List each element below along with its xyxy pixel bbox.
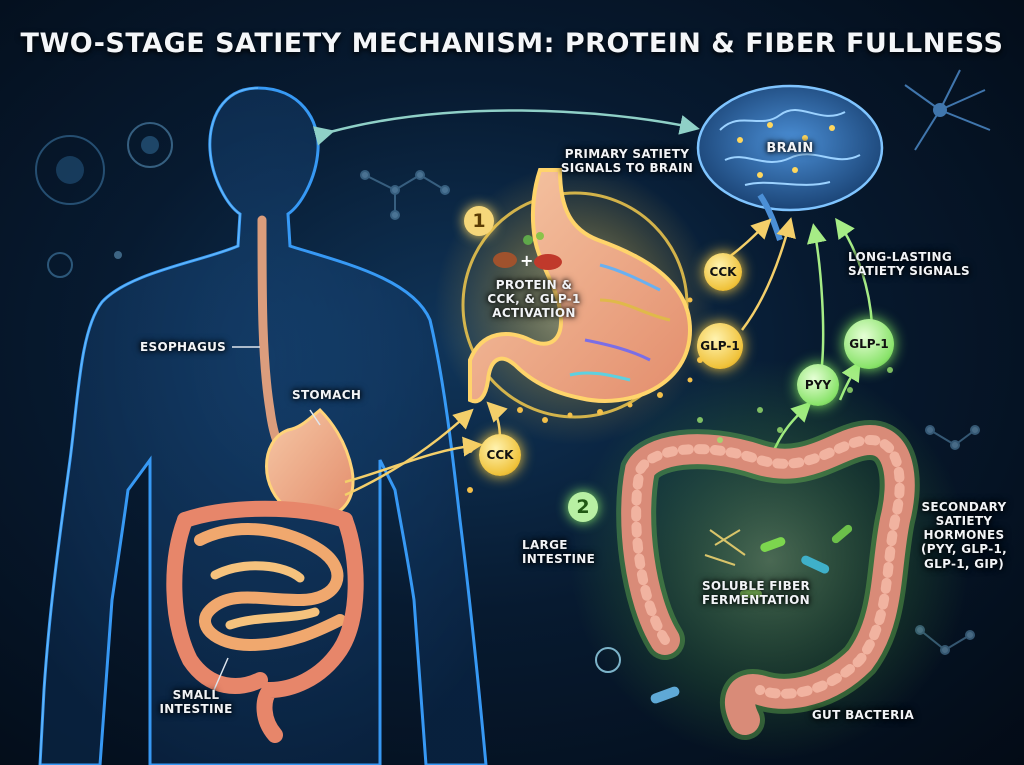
hormone-glp1-top: GLP-1 (697, 323, 743, 369)
svg-text:+: + (520, 251, 533, 270)
stage-1-badge: 1 (464, 206, 494, 236)
small-intestine-label: SMALL INTESTINE (159, 688, 233, 717)
brain-graphic (696, 84, 884, 241)
stage-2-badge: 2 (568, 492, 598, 522)
large-intestine-label: LARGE INTESTINE (522, 538, 596, 567)
human-body (38, 86, 488, 765)
brain-label: BRAIN (766, 141, 814, 156)
diagram-title: TWO-STAGE SATIETY MECHANISM: PROTEIN & F… (20, 28, 1004, 59)
arrow-pyy-to-brain (806, 223, 827, 366)
small-intestine-coils (166, 500, 364, 743)
hormone-cck-top: CCK (704, 253, 742, 291)
background-cells (35, 122, 173, 278)
hormone-cck-low: CCK (479, 434, 521, 476)
arrow-glp1g-to-brain (835, 217, 874, 326)
large-intestine (616, 419, 920, 740)
body-stomach (265, 407, 355, 520)
arrow-stomach-to-stage1 (344, 408, 474, 497)
food-icons: + (493, 232, 562, 270)
stomach-label: STOMACH (292, 388, 362, 402)
arrow-stomach-to-cck (344, 436, 483, 484)
long-lasting-label: LONG-LASTING SATIETY SIGNALS (848, 250, 970, 279)
hormone-pyy: PYY (797, 364, 839, 406)
gut-bacteria-label: GUT BACTERIA (811, 708, 915, 722)
arrow-body-to-brain (312, 109, 700, 146)
secondary-hormones-label: SECONDARY SATIETY HORMONES (PYY, GLP-1, … (921, 500, 1007, 571)
stage1-stomach (468, 168, 693, 404)
arrow-glp1-to-brain (741, 217, 796, 331)
protein-chains (569, 263, 671, 382)
fermentation-label: SOLUBLE FIBER FERMENTATION (701, 579, 811, 608)
neuron (904, 69, 991, 151)
primary-signals-label: PRIMARY SATIETY SIGNALS TO BRAIN (560, 147, 694, 176)
hormone-glp1-green: GLP-1 (844, 319, 894, 369)
esophagus-label: ESOPHAGUS (140, 340, 227, 354)
activation-label: PROTEIN & CCK, & GLP-1 ACTIVATION (487, 278, 581, 321)
gut-bacteria-shapes (595, 367, 893, 704)
